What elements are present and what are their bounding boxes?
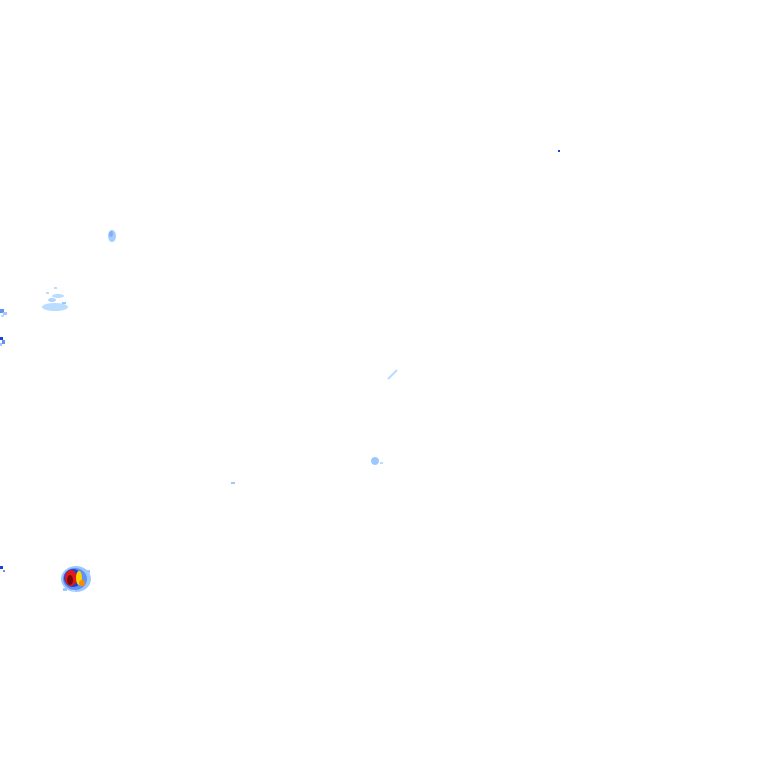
echo-south-west-storm-cell: [61, 566, 91, 592]
echo-central-speck: [231, 482, 235, 484]
echo-west-edge-upper: [0, 309, 7, 317]
echo-west-scattered-patch: [42, 287, 68, 311]
echo-south-west-edge-speck: [0, 566, 5, 572]
echo-west-small-cell: [108, 230, 116, 242]
echo-west-edge-lower: [0, 337, 5, 346]
echo-central-streak: [387, 369, 398, 380]
echo-north-east-speck: [558, 150, 560, 152]
echo-central-small-cell: [371, 457, 383, 465]
